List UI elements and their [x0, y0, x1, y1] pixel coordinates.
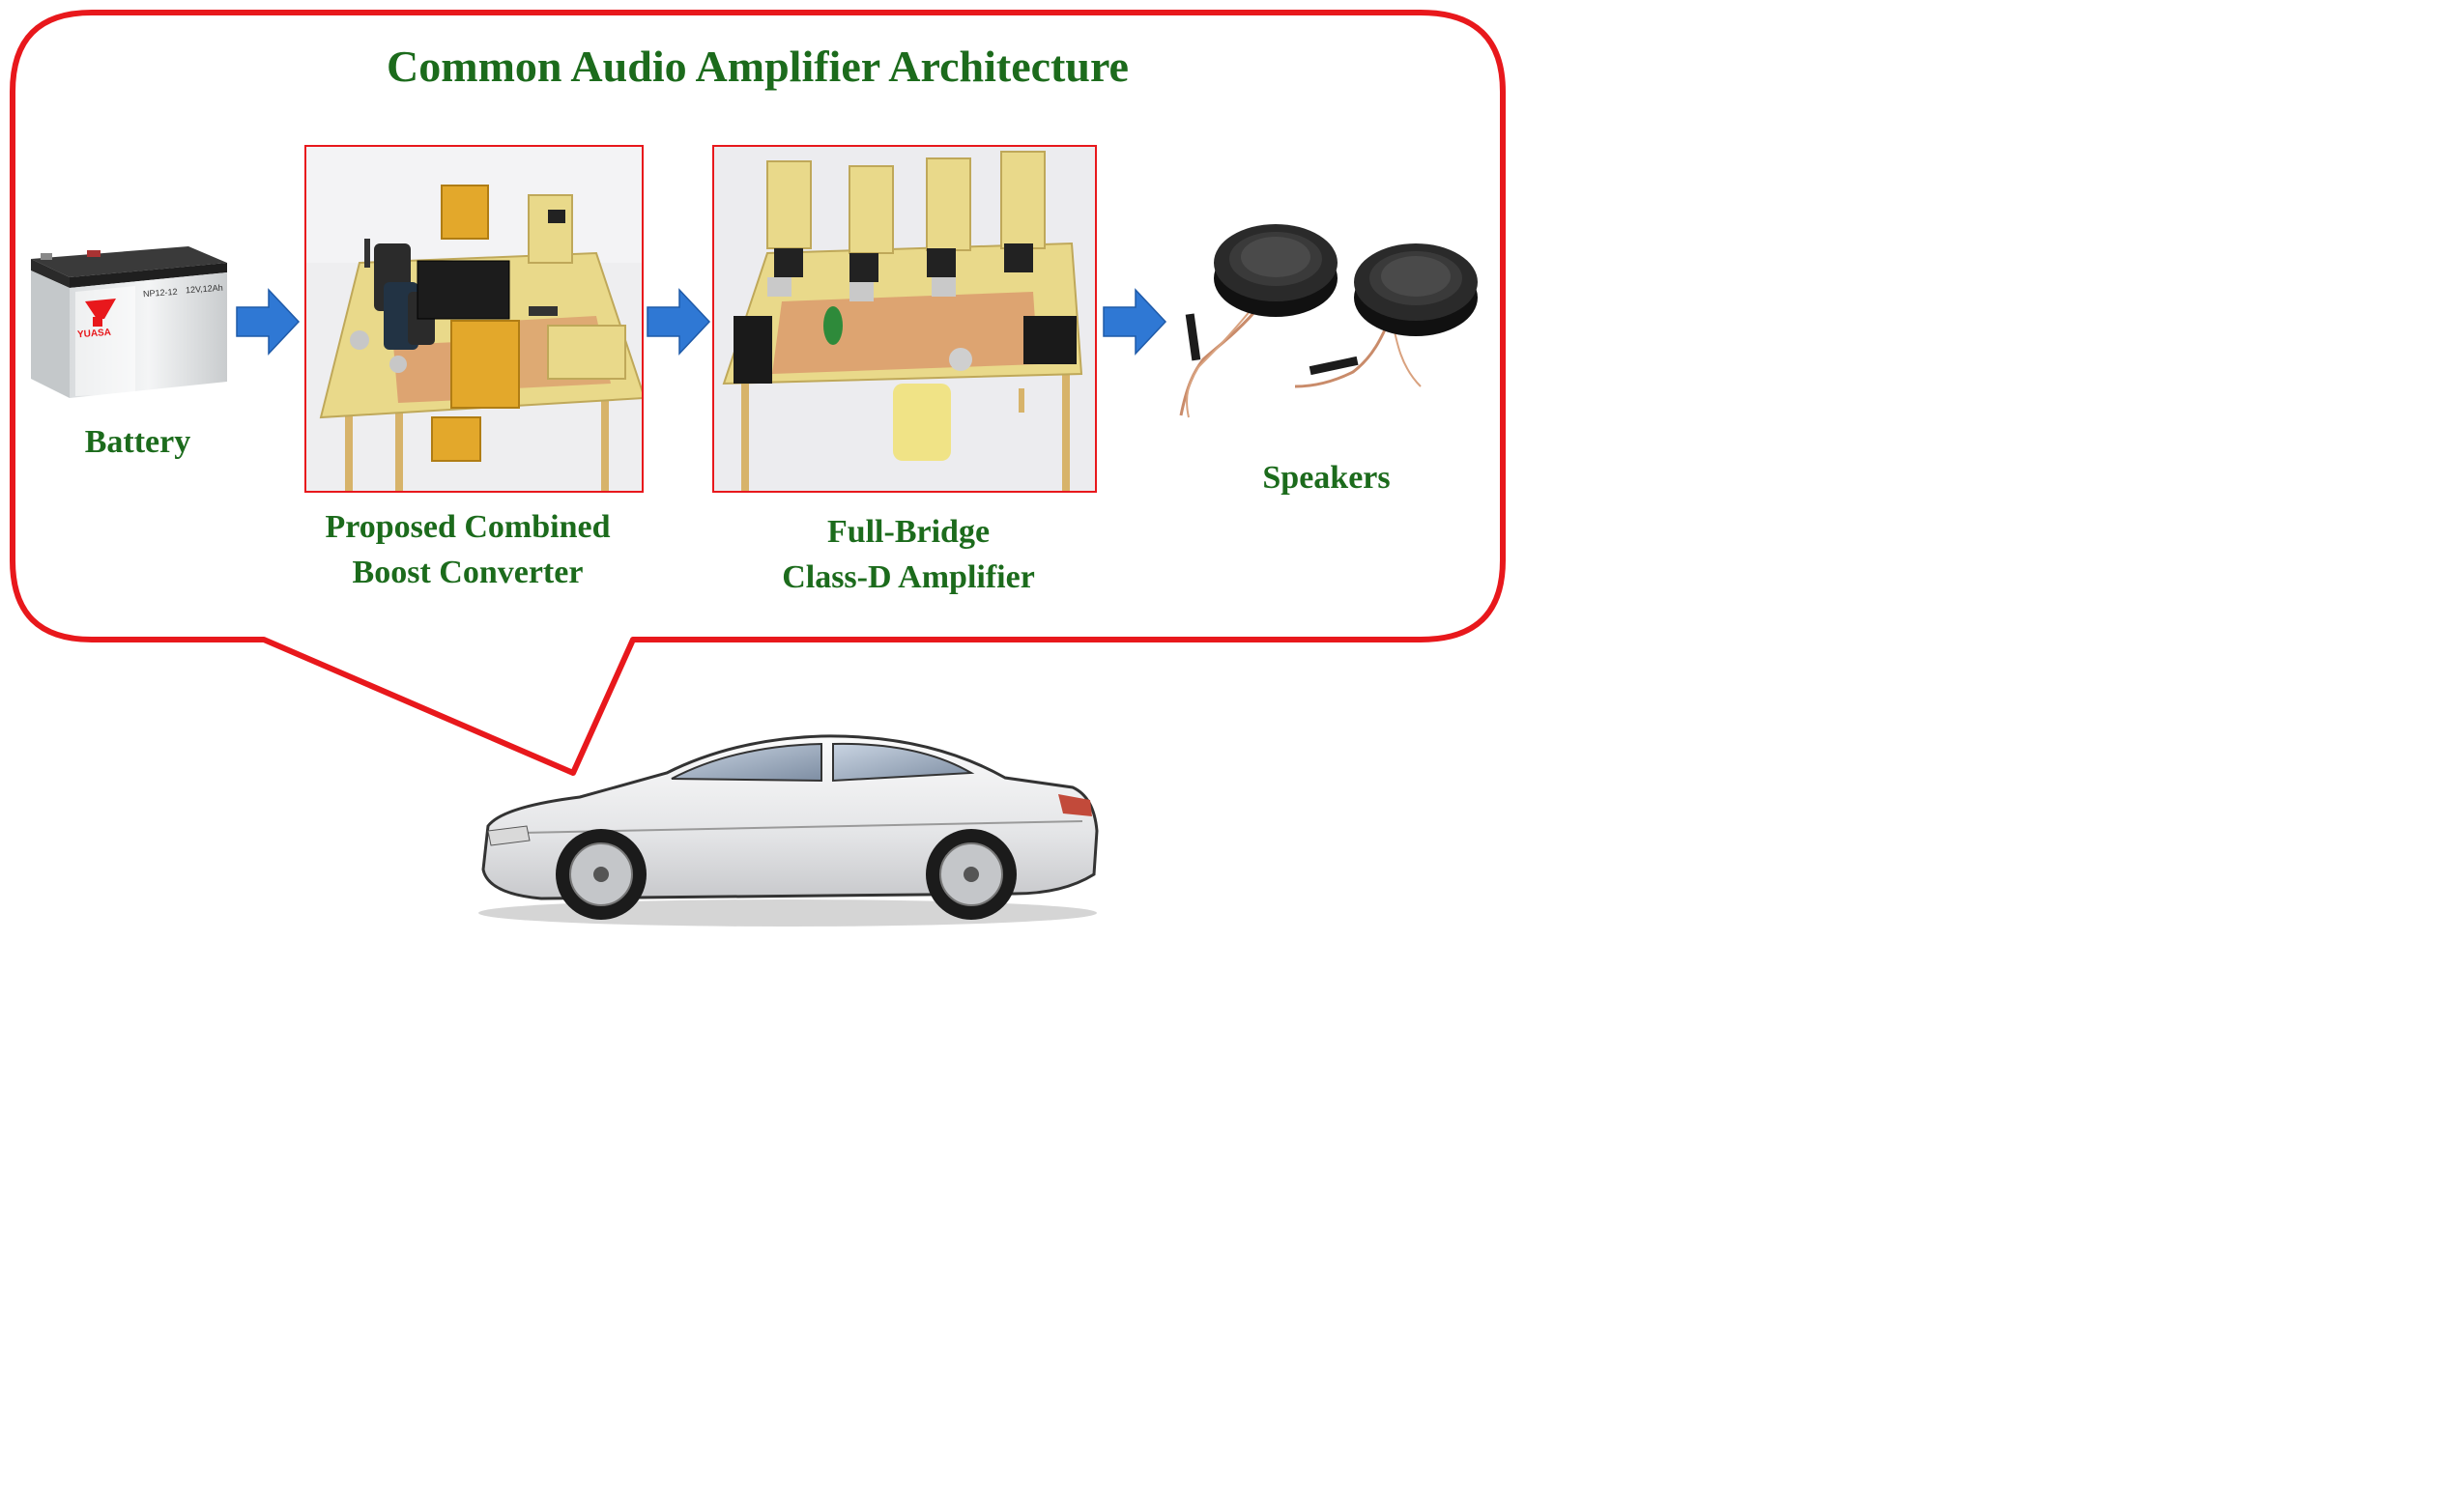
- speakers-label: Speakers: [1262, 460, 1391, 496]
- car-image: [478, 734, 1099, 927]
- boost-converter-label-line2: Boost Converter: [352, 555, 584, 590]
- class-d-amplifier-label: Full-Bridge Class-D Amplifier: [710, 509, 1107, 600]
- class-d-amplifier-label-line2: Class-D Amplifier: [782, 559, 1035, 595]
- class-d-amplifier-image: [712, 145, 1097, 493]
- diagram-title: Common Audio Amplifier Architecture: [387, 42, 1129, 91]
- speakers-image: [1179, 224, 1478, 418]
- boost-converter-label-line1: Proposed Combined: [325, 509, 611, 545]
- flow-arrows: [236, 288, 1167, 356]
- arrow-icon: [647, 288, 711, 356]
- boost-converter-image: [304, 145, 644, 493]
- battery-image: [31, 246, 227, 398]
- boost-converter-label: Proposed Combined Boost Converter: [271, 504, 665, 595]
- class-d-amplifier-label-line1: Full-Bridge: [826, 514, 991, 550]
- arrow-icon: [236, 288, 301, 356]
- arrow-icon: [1103, 288, 1167, 356]
- battery-label: Battery: [84, 424, 191, 460]
